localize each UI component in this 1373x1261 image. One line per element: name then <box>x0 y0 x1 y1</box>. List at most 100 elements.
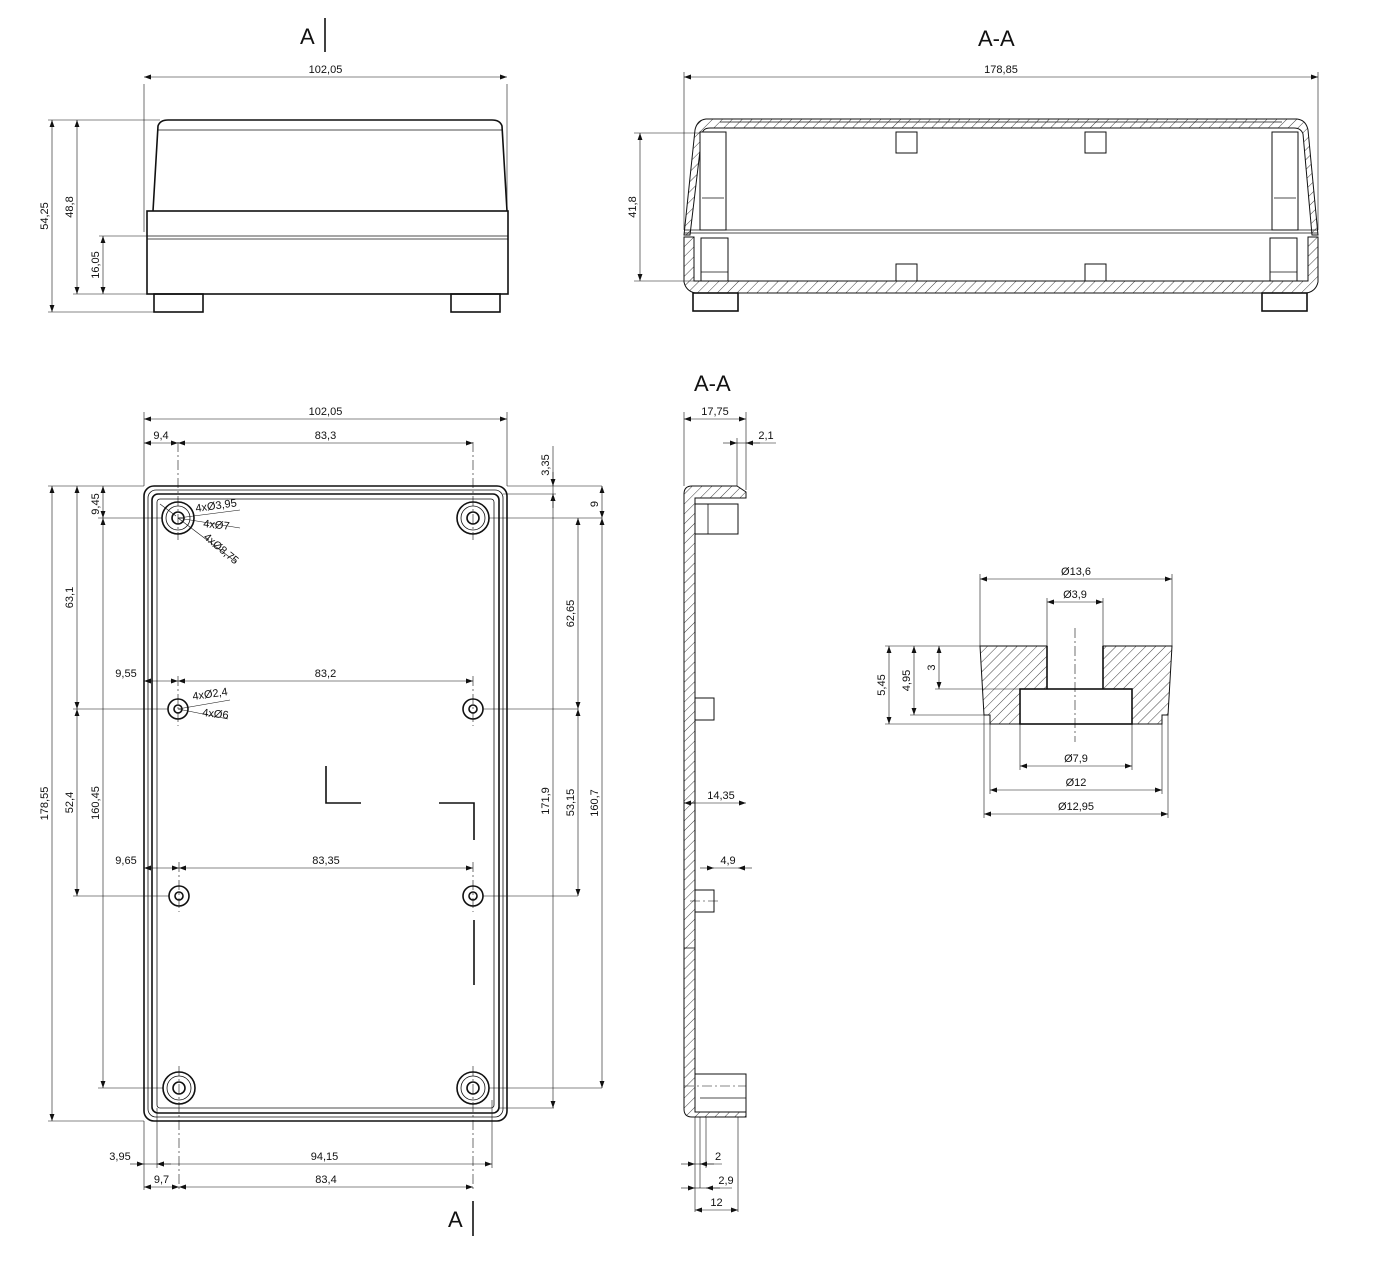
section-label-a-top: A <box>300 24 315 49</box>
dim-foot_detail-height_mid-label: 4,95 <box>901 670 913 691</box>
dim-front_view-height_body: 48,8 <box>64 120 80 294</box>
dim-top_view-top_gap: 3,35 <box>540 446 556 508</box>
dim-section_side-lip: 2,1 <box>723 430 776 446</box>
front-view <box>48 84 509 313</box>
dim-top_view-right_lower_span: 53,15 <box>565 709 581 896</box>
dim-top_view-holes_bottom_span-label: 83,4 <box>315 1174 336 1186</box>
dim-top_view-inner_width-label: 94,15 <box>311 1151 339 1163</box>
dim-section_side-inner_depth: 14,35 <box>684 790 746 806</box>
dim-top_view-edge_x_bottom: 9,7 <box>144 1174 179 1190</box>
dim-foot_detail-base-label: Ø12 <box>1066 777 1087 789</box>
dim-foot_detail-outer_bottom-label: Ø12,95 <box>1058 801 1094 813</box>
dim-top_view-edge_x_bottom-label: 9,7 <box>154 1174 169 1186</box>
section-title-aa-side: A-A <box>694 371 731 396</box>
dim-top_view-right_inner_span: 171,9 <box>540 494 556 1108</box>
dim-section_side-boss: 4,9 <box>700 855 752 871</box>
dim-top_view-right_top_offset: 9 <box>589 486 605 518</box>
dim-top_view-left_lower_span-label: 52,4 <box>64 792 76 813</box>
dim-top_view-right_total-label: 160,7 <box>589 789 601 817</box>
dim-section_side-foot_b-label: 2,9 <box>718 1175 733 1187</box>
dim-top_view-edge_x_mid-label: 9,55 <box>115 668 136 680</box>
dim-section_side-lip-label: 2,1 <box>758 430 773 442</box>
dim-front_view-height_lower-label: 16,05 <box>90 251 102 279</box>
dim-section_side-foot_b: 2,9 <box>681 1175 734 1191</box>
dim-section_side-foot_c: 12 <box>695 1197 738 1213</box>
dim-top_view-left_upper_span: 63,1 <box>64 486 80 709</box>
dim-foot_detail-height_mid: 4,95 <box>901 646 917 715</box>
dim-section_side-foot_a-label: 2 <box>715 1151 721 1163</box>
dim-front_view-height_lower: 16,05 <box>90 236 106 294</box>
dimensions: 102,05 54,25 48,8 16,05 178,85 41,8 102,05 9,4 8… <box>39 64 1318 1213</box>
section-long <box>634 72 1319 312</box>
dim-top_view-holes_low_span: 83,35 <box>179 855 473 871</box>
dim-top_view-edge_x_mid: 9,55 <box>115 668 178 684</box>
dim-top_view-inner_width: 94,15 <box>157 1151 492 1167</box>
dim-foot_detail-height_top-label: 3 <box>926 664 938 670</box>
callout-small-hole: 4xØ2,4 <box>192 686 229 703</box>
dim-top_view-holes_mid_span-label: 83,2 <box>315 668 336 680</box>
dim-top_view-left_inner_span: 160,45 <box>90 518 106 1088</box>
dim-top_view-right_top_offset-label: 9 <box>589 501 601 507</box>
dim-section_long-height: 41,8 <box>627 133 643 281</box>
dim-top_view-wall_offset-label: 3,95 <box>109 1151 130 1163</box>
section-marker-top: A <box>300 18 326 52</box>
dim-top_view-right_upper_span-label: 62,65 <box>565 600 577 628</box>
dim-section_side-width-label: 17,75 <box>701 406 729 418</box>
dim-front_view-width: 102,05 <box>144 64 507 80</box>
callout-boss-outer: 4xØ8,75 <box>201 531 241 567</box>
dim-top_view-edge_x_low-label: 9,65 <box>115 855 136 867</box>
dim-top_view-holes_top_span-label: 83,3 <box>315 430 336 442</box>
section-side <box>683 412 747 1212</box>
dim-front_view-height_total-label: 54,25 <box>39 202 51 230</box>
dim-foot_detail-base: Ø12 <box>990 777 1162 793</box>
dim-top_view-edge_x_low: 9,65 <box>115 855 179 871</box>
dim-top_view-width-label: 102,05 <box>309 406 343 418</box>
dim-top_view-edge_x_top: 9,4 <box>144 430 178 446</box>
dim-section_side-inner_depth-label: 14,35 <box>707 790 735 802</box>
dim-top_view-right_lower_span-label: 53,15 <box>565 789 577 817</box>
dim-top_view-left_top_offset: 9,45 <box>90 486 106 518</box>
section-marker-bottom: A <box>448 1201 474 1236</box>
section-label-a-bottom: A <box>448 1207 463 1232</box>
dim-section_long-length-label: 178,85 <box>984 64 1018 76</box>
dim-top_view-right_inner_span-label: 171,9 <box>540 787 552 815</box>
dim-top_view-wall_offset: 3,95 <box>109 1151 171 1167</box>
dim-top_view-holes_low_span-label: 83,35 <box>312 855 340 867</box>
dim-section_side-foot_c-label: 12 <box>710 1197 722 1209</box>
dim-foot_detail-outer_top: Ø13,6 <box>980 566 1172 582</box>
dim-top_view-left_total: 178,55 <box>39 486 55 1121</box>
dim-foot_detail-hole-label: Ø3,9 <box>1063 589 1087 601</box>
dim-top_view-left_upper_span-label: 63,1 <box>64 587 76 608</box>
dim-section_side-width: 17,75 <box>684 406 746 422</box>
dim-top_view-holes_top_span: 83,3 <box>178 430 473 446</box>
dim-foot_detail-recess-label: Ø7,9 <box>1064 753 1088 765</box>
dim-front_view-height_total: 54,25 <box>39 120 55 312</box>
dim-front_view-height_body-label: 48,8 <box>64 196 76 217</box>
dim-foot_detail-recess: Ø7,9 <box>1020 753 1132 769</box>
dim-section_long-length: 178,85 <box>684 64 1318 80</box>
dim-foot_detail-height_total-label: 5,45 <box>876 674 888 695</box>
section-title-aa-front: A-A <box>978 26 1015 51</box>
top-view: 4xØ3,95 4xØ7 4xØ8,75 4xØ2,4 4xØ6 <box>48 412 602 1190</box>
dim-foot_detail-hole: Ø3,9 <box>1047 589 1103 605</box>
dim-top_view-holes_bottom_span: 83,4 <box>179 1174 473 1190</box>
dim-section_long-height-label: 41,8 <box>627 196 639 217</box>
callout-hole-diameter: 4xØ3,95 <box>195 497 238 515</box>
callout-small-boss: 4xØ6 <box>202 707 229 722</box>
dim-top_view-width: 102,05 <box>144 406 507 422</box>
dim-top_view-left_top_offset-label: 9,45 <box>90 493 102 514</box>
dim-section_side-foot_a: 2 <box>681 1151 722 1167</box>
dim-top_view-left_total-label: 178,55 <box>39 787 51 821</box>
dim-foot_detail-height_top: 3 <box>926 646 942 689</box>
foot-detail <box>885 574 1173 818</box>
dim-top_view-top_gap-label: 3,35 <box>540 454 552 475</box>
dim-top_view-right_total: 160,7 <box>589 518 605 1088</box>
callout-boss-inner: 4xØ7 <box>203 518 230 533</box>
dim-top_view-left_inner_span-label: 160,45 <box>90 786 102 820</box>
dim-front_view-width-label: 102,05 <box>309 64 343 76</box>
dim-top_view-right_upper_span: 62,65 <box>565 518 581 709</box>
dim-top_view-left_lower_span: 52,4 <box>64 709 80 896</box>
dim-top_view-edge_x_top-label: 9,4 <box>153 430 168 442</box>
dim-foot_detail-outer_top-label: Ø13,6 <box>1061 566 1091 578</box>
